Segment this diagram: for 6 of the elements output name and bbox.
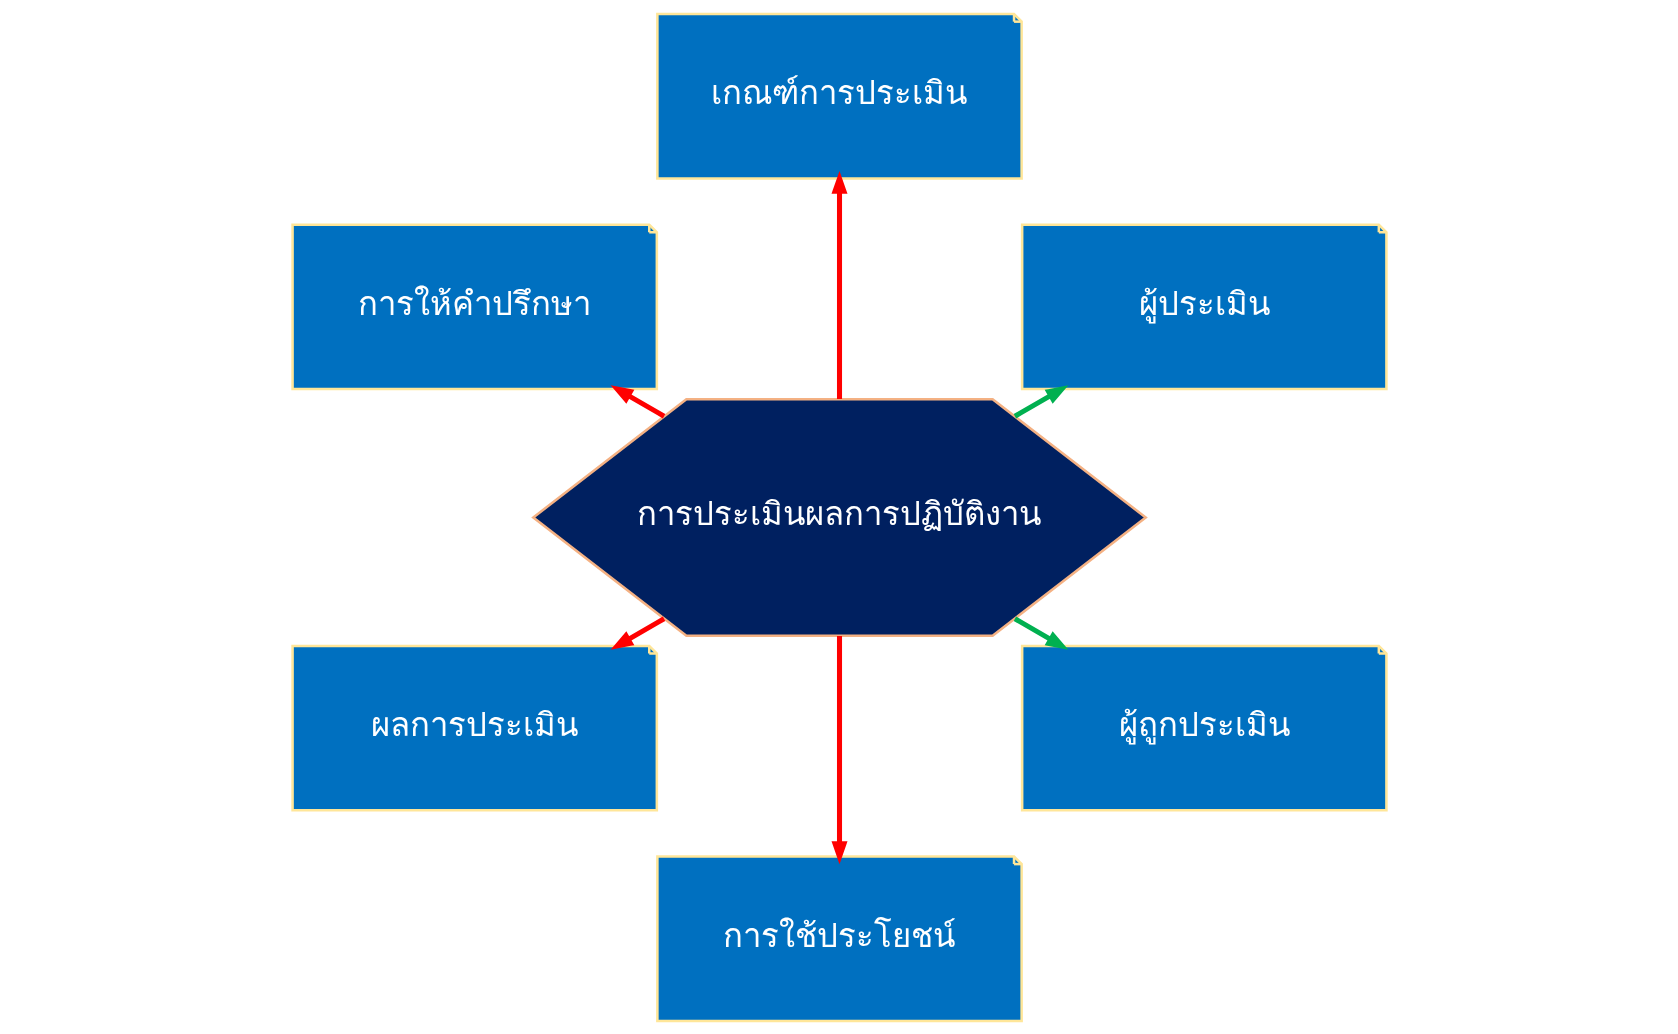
arrow — [831, 635, 847, 864]
arrow — [610, 384, 665, 418]
arrow — [1013, 384, 1068, 418]
arrow — [610, 616, 665, 650]
arrow — [1013, 616, 1068, 650]
arrow — [831, 170, 847, 399]
